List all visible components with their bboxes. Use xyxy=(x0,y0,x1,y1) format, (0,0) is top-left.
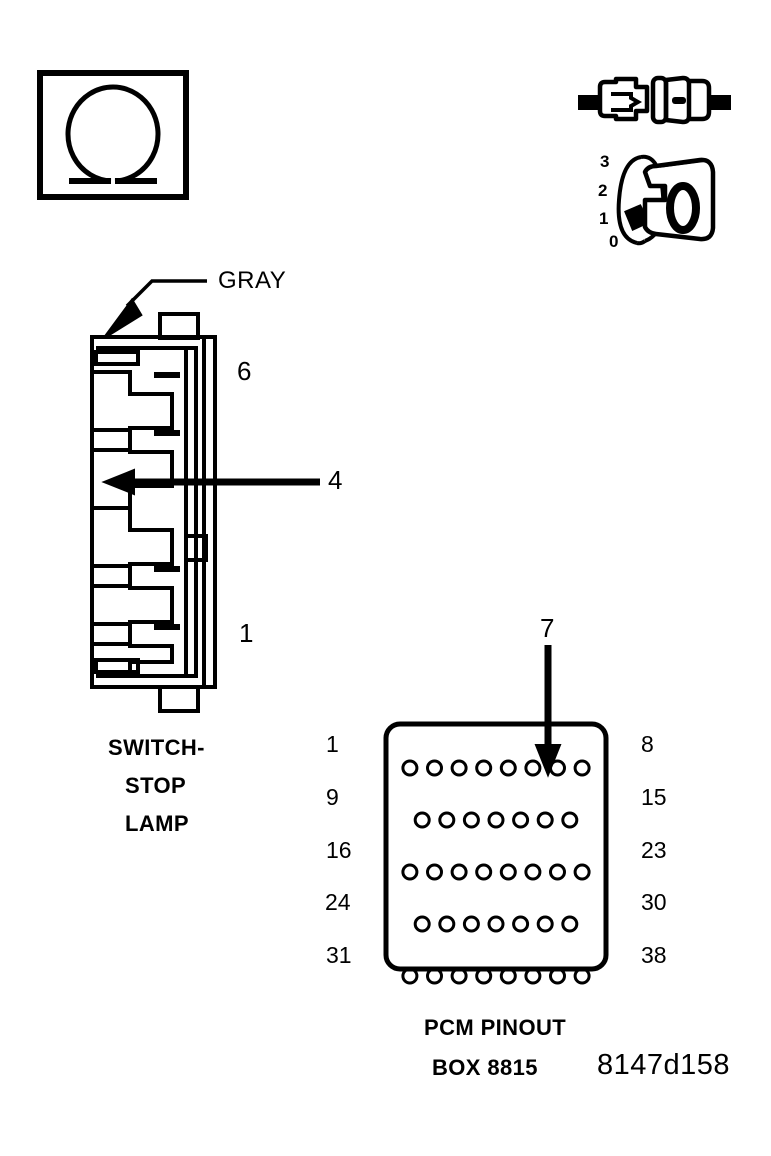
pin4-callout-label: 4 xyxy=(328,465,343,495)
pcm-right-label-30: 30 xyxy=(641,889,667,915)
gray-callout-leader xyxy=(102,279,207,340)
pcm-pin-15 xyxy=(561,811,579,829)
pcm-pin-30 xyxy=(561,915,579,933)
pcm-pin-31 xyxy=(401,967,419,985)
pcm-pin-4 xyxy=(475,759,493,777)
pcm-left-label-9: 9 xyxy=(326,784,339,810)
pcm-right-label-15: 15 xyxy=(641,784,667,810)
pcm-pin-12 xyxy=(487,811,505,829)
pcm-left-label-16: 16 xyxy=(326,837,352,863)
pcm-pin-26 xyxy=(462,915,480,933)
pcm-pin-27 xyxy=(487,915,505,933)
pcm-left-label-1: 1 xyxy=(326,731,339,757)
switch-title-line-1: SWITCH- xyxy=(108,735,205,760)
pcm-right-label-23: 23 xyxy=(641,837,667,863)
pcm-pinout-title: PCM PINOUT xyxy=(424,1015,567,1040)
connector-bottom-pin-label: 1 xyxy=(239,618,254,648)
pcm-pin-9 xyxy=(413,811,431,829)
pcm-right-label-38: 38 xyxy=(641,942,667,968)
pin4-callout-arrow xyxy=(101,468,320,496)
pcm-pin-3 xyxy=(450,759,468,777)
pcm-pin-11 xyxy=(462,811,480,829)
stop-lamp-switch-connector xyxy=(90,312,217,713)
pcm-pin-14 xyxy=(536,811,554,829)
pcm-pin-24 xyxy=(413,915,431,933)
connector-cavity-5 xyxy=(92,370,180,452)
pcm-left-label-24: 24 xyxy=(325,889,351,915)
switch-title-line-2: STOP xyxy=(125,773,187,798)
pcm-pin-21 xyxy=(524,863,542,881)
pcm-box-label: BOX 8815 xyxy=(432,1055,538,1080)
connector-cavity-1 xyxy=(92,622,174,674)
pcm-pin-37 xyxy=(549,967,566,985)
pcm-pin-5 xyxy=(499,759,517,777)
pcm-pin-17 xyxy=(426,863,443,881)
pcm-right-label-8: 8 xyxy=(641,731,654,757)
pin7-callout-arrow xyxy=(534,645,562,778)
pcm-pinout-box xyxy=(383,721,609,972)
dial-scale-label-2: 2 xyxy=(598,181,608,200)
pcm-pin-1 xyxy=(401,759,419,777)
dial-scale-label-1: 1 xyxy=(599,209,609,228)
rotary-dial-icon xyxy=(616,154,716,246)
pcm-pin-28 xyxy=(512,915,530,933)
connector-plug-pair-icon xyxy=(578,75,731,125)
pcm-pin-18 xyxy=(450,863,468,881)
pcm-pin-19 xyxy=(475,863,493,881)
connector-cavity-3 xyxy=(92,506,180,588)
connector-cavity-2 xyxy=(92,564,180,646)
pcm-left-label-31: 31 xyxy=(326,942,352,968)
pcm-pin-8 xyxy=(573,759,591,777)
pcm-pin-25 xyxy=(438,915,456,933)
pcm-pin-20 xyxy=(499,863,517,881)
pcm-pin-23 xyxy=(573,863,591,881)
pcm-pin-32 xyxy=(426,967,443,985)
pin7-callout-label: 7 xyxy=(540,613,555,643)
connector-top-pin-label: 6 xyxy=(237,356,252,386)
dial-scale-label-3: 3 xyxy=(600,152,610,171)
connector-cavity-6 xyxy=(94,350,180,378)
pcm-pin-grid xyxy=(401,759,591,985)
pcm-pin-36 xyxy=(524,967,542,985)
pcm-pin-2 xyxy=(426,759,443,777)
pcm-pin-38 xyxy=(573,967,591,985)
dial-scale-label-0: 0 xyxy=(609,232,619,251)
pcm-pin-10 xyxy=(438,811,456,829)
ohm-meter-icon xyxy=(37,70,189,200)
pcm-pin-29 xyxy=(536,915,554,933)
pcm-pin-22 xyxy=(549,863,566,881)
pcm-pin-16 xyxy=(401,863,419,881)
pcm-pin-33 xyxy=(450,967,468,985)
pcm-pin-35 xyxy=(499,967,517,985)
gray-wire-label: GRAY xyxy=(218,267,287,294)
switch-title-line-3: LAMP xyxy=(125,811,189,836)
drawing-code-label: 8147d158 xyxy=(597,1049,731,1081)
connector-cavity-4 xyxy=(92,428,174,510)
pcm-pin-13 xyxy=(512,811,530,829)
pcm-pin-6 xyxy=(524,759,542,777)
pcm-pin-7 xyxy=(549,759,566,777)
pcm-pin-34 xyxy=(475,967,493,985)
